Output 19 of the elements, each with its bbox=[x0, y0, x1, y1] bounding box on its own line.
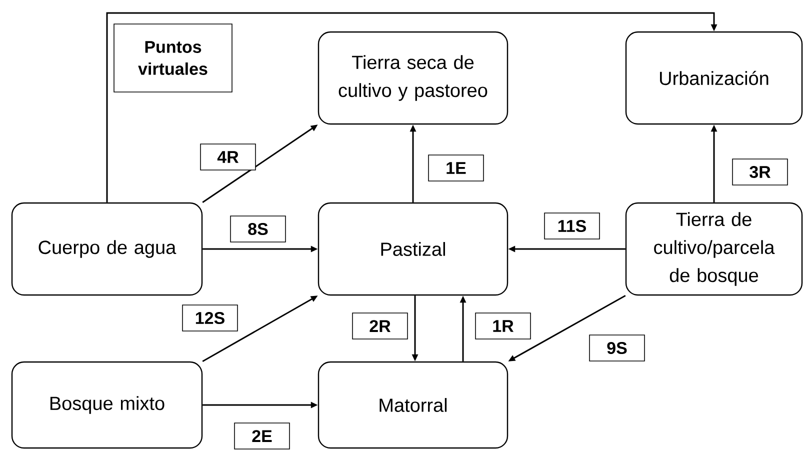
edge-label: 8S bbox=[230, 216, 286, 242]
note-box: Puntos virtuales bbox=[114, 24, 232, 92]
process-box: Pastizal bbox=[318, 202, 508, 296]
process-box: Bosque mixto bbox=[11, 361, 203, 449]
edge-label: 1R bbox=[475, 312, 531, 340]
process-box: Tierra de cultivo/parcela de bosque bbox=[625, 202, 803, 296]
process-box: Urbanización bbox=[625, 31, 803, 125]
edge-label: 2E bbox=[234, 422, 290, 450]
process-box: Tierra seca de cultivo y pastoreo bbox=[318, 31, 508, 125]
edge-label: 9S bbox=[589, 334, 645, 362]
arrow bbox=[106, 12, 718, 202]
edge-label: 11S bbox=[544, 212, 600, 240]
edge-label: 2R bbox=[352, 312, 408, 340]
process-box: Matorral bbox=[318, 361, 508, 449]
process-box: Cuerpo de agua bbox=[11, 202, 203, 296]
edge-label: 1E bbox=[428, 154, 484, 182]
edge-label: 4R bbox=[200, 144, 256, 170]
edge-label: 3R bbox=[732, 158, 788, 186]
edge-label: 12S bbox=[182, 304, 238, 332]
